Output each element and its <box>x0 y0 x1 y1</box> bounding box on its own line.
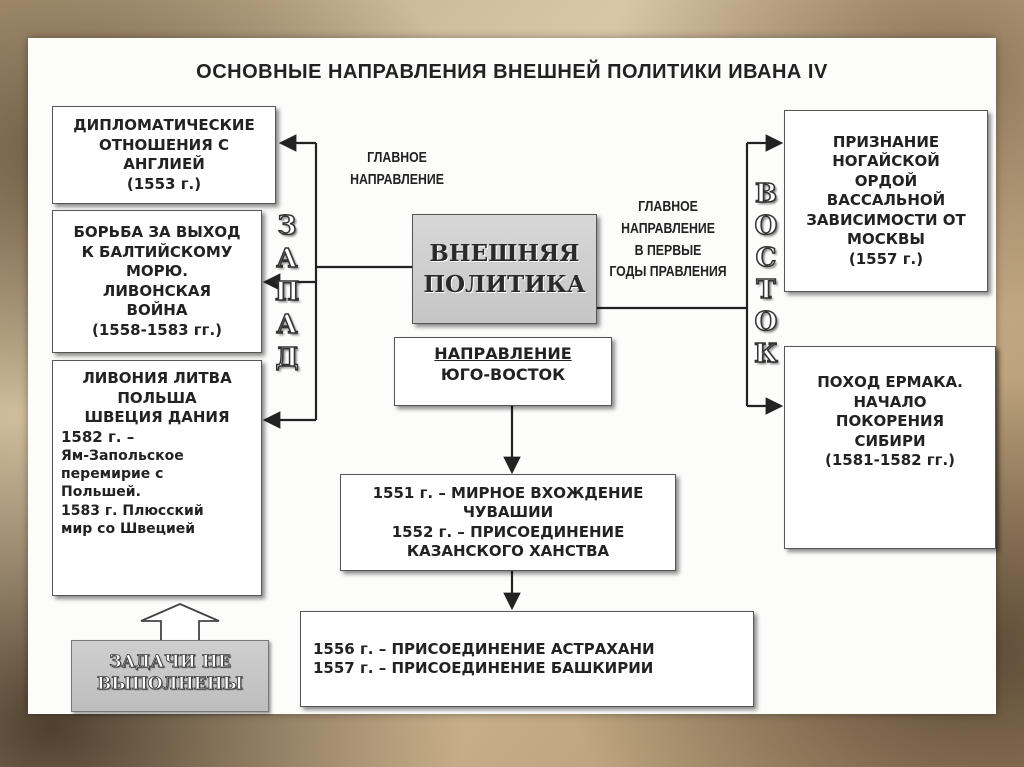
east-letter: Т <box>756 274 777 306</box>
east-letter: В <box>754 178 777 210</box>
west-label-line-1: ГЛАВНОЕ <box>367 149 427 166</box>
box-line: (1557 г.) <box>848 249 924 268</box>
box-line: 1583 г. Плюсский <box>61 502 204 519</box>
center-box-foreign-policy: ВНЕШНЯЯ ПОЛИТИКА <box>412 214 597 324</box>
box-line: ПОКОРЕНИЯ <box>835 412 945 430</box>
box-line: (1581-1582 гг.) <box>824 451 956 469</box>
west-box-baltic: БОРЬБА ЗА ВЫХОД К БАЛТИЙСКОМУ МОРЮ. ЛИВО… <box>52 210 262 353</box>
box-line: АНГЛИЕЙ <box>123 155 205 173</box>
east-label-line-1: ГЛАВНОЕ <box>638 198 698 215</box>
box-line: ВОЙНА <box>126 301 188 319</box>
box-line: КАЗАНСКОГО ХАНСТВА <box>406 542 610 560</box>
box-line: ПОЛЬША <box>117 388 197 407</box>
box-line: (1558-1583 гг.) <box>91 320 223 339</box>
west-letter: З <box>277 210 297 242</box>
box-line: 1582 г. – <box>61 427 135 446</box>
box-line: 1551 г. – МИРНОЕ ВХОЖДЕНИЕ <box>372 483 644 502</box>
box-line: ОРДОЙ <box>854 171 918 190</box>
tasks-line-1: ЗАДАЧИ НЕ <box>109 652 231 673</box>
box-line: БОРЬБА ЗА ВЫХОД <box>73 223 241 241</box>
box-line: ШВЕЦИЯ ДАНИЯ <box>84 408 230 426</box>
east-letter: О <box>754 210 778 242</box>
up-arrow-icon <box>140 603 220 642</box>
box-line: (1553 г.) <box>126 174 202 193</box>
center-line-2: ПОЛИТИКА <box>423 271 586 298</box>
southeast-label-line-2: ЮГО-ВОСТОК <box>440 364 566 384</box>
box-line: ЗАВИСИМОСТИ ОТ <box>806 210 966 229</box>
west-letter: П <box>274 276 300 308</box>
box-line: 1552 г. – ПРИСОЕДИНЕНИЕ <box>391 522 625 541</box>
box-line: ПОХОД ЕРМАКА. <box>817 373 963 391</box>
east-label-line-2: НАПРАВЛЕНИЕ <box>621 219 715 237</box>
box-line: ПРИЗНАНИЕ <box>832 132 940 151</box>
west-label-line-2: НАПРАВЛЕНИЕ <box>350 170 444 188</box>
west-letter: Д <box>275 342 300 374</box>
west-letter: А <box>276 309 299 341</box>
box-line: перемирие с <box>61 466 164 483</box>
center-line-1: ВНЕШНЯЯ <box>429 239 580 267</box>
box-line: 1556 г. – ПРИСОЕДИНЕНИЕ АСТРАХАНИ <box>313 639 655 658</box>
southeast-direction-box: НАПРАВЛЕНИЕ ЮГО-ВОСТОК <box>394 337 612 406</box>
east-letter: О <box>754 306 778 338</box>
box-line: Ям-Запольское <box>61 448 184 464</box>
west-box-england: ДИПЛОМАТИЧЕСКИЕ ОТНОШЕНИЯ С АНГЛИЕЙ (155… <box>52 106 276 204</box>
east-letter: С <box>755 242 777 274</box>
box-line: НАЧАЛО <box>853 392 927 411</box>
east-letter: К <box>753 338 778 370</box>
box-line: ЛИВОНИЯ ЛИТВА <box>82 369 232 387</box>
box-line: СИБИРИ <box>854 431 926 450</box>
box-line: ЧУВАШИИ <box>462 503 554 521</box>
box-line: Польшей. <box>61 484 141 501</box>
southeast-box-kazan: 1551 г. – МИРНОЕ ВХОЖДЕНИЕ ЧУВАШИИ 1552 … <box>340 474 676 571</box>
east-label-line-3: В ПЕРВЫЕ <box>634 241 702 259</box>
southeast-box-astrakhan: 1556 г. – ПРИСОЕДИНЕНИЕ АСТРАХАНИ 1557 г… <box>300 611 754 707</box>
box-line: НОГАЙСКОЙ <box>832 152 940 171</box>
box-line: мир со Швецией <box>61 520 196 537</box>
tasks-line-2: ВЫПОЛНЕНЫ <box>96 674 244 695</box>
west-letter: А <box>276 243 299 275</box>
box-line: ЛИВОНСКАЯ <box>102 281 212 300</box>
west-word-zapad: З А П А Д <box>267 210 307 375</box>
east-label-line-4: ГОДЫ ПРАВЛЕНИЯ <box>609 263 727 281</box>
east-box-nogai: ПРИЗНАНИЕ НОГАЙСКОЙ ОРДОЙ ВАССАЛЬНОЙ ЗАВ… <box>784 110 988 292</box>
box-line: 1557 г. – ПРИСОЕДИНЕНИЕ БАШКИРИИ <box>313 659 654 677</box>
west-box-treaties: ЛИВОНИЯ ЛИТВА ПОЛЬША ШВЕЦИЯ ДАНИЯ 1582 г… <box>52 360 262 596</box>
east-box-siberia: ПОХОД ЕРМАКА. НАЧАЛО ПОКОРЕНИЯ СИБИРИ (1… <box>784 346 996 549</box>
southeast-label-line-1: НАПРАВЛЕНИЕ <box>434 344 572 363</box>
box-line: ОТНОШЕНИЯ С <box>99 135 229 154</box>
box-line: МОСКВЫ <box>847 230 925 249</box>
page-title: ОСНОВНЫЕ НАПРАВЛЕНИЯ ВНЕШНЕЙ ПОЛИТИКИ ИВ… <box>196 61 828 83</box>
box-line: К БАЛТИЙСКОМУ <box>81 242 233 261</box>
box-line: МОРЮ. <box>126 262 188 280</box>
box-line: ДИПЛОМАТИЧЕСКИЕ <box>73 116 255 134</box>
box-line: ВАССАЛЬНОЙ <box>826 191 946 210</box>
east-direction-label: ГЛАВНОЕ НАПРАВЛЕНИЕ В ПЕРВЫЕ ГОДЫ ПРАВЛЕ… <box>602 196 733 283</box>
tasks-not-fulfilled-box: ЗАДАЧИ НЕ ВЫПОЛНЕНЫ <box>71 640 269 712</box>
west-direction-label: ГЛАВНОЕ НАПРАВЛЕНИЕ <box>336 147 459 191</box>
east-word-vostok: В О С Т О К <box>746 178 786 370</box>
